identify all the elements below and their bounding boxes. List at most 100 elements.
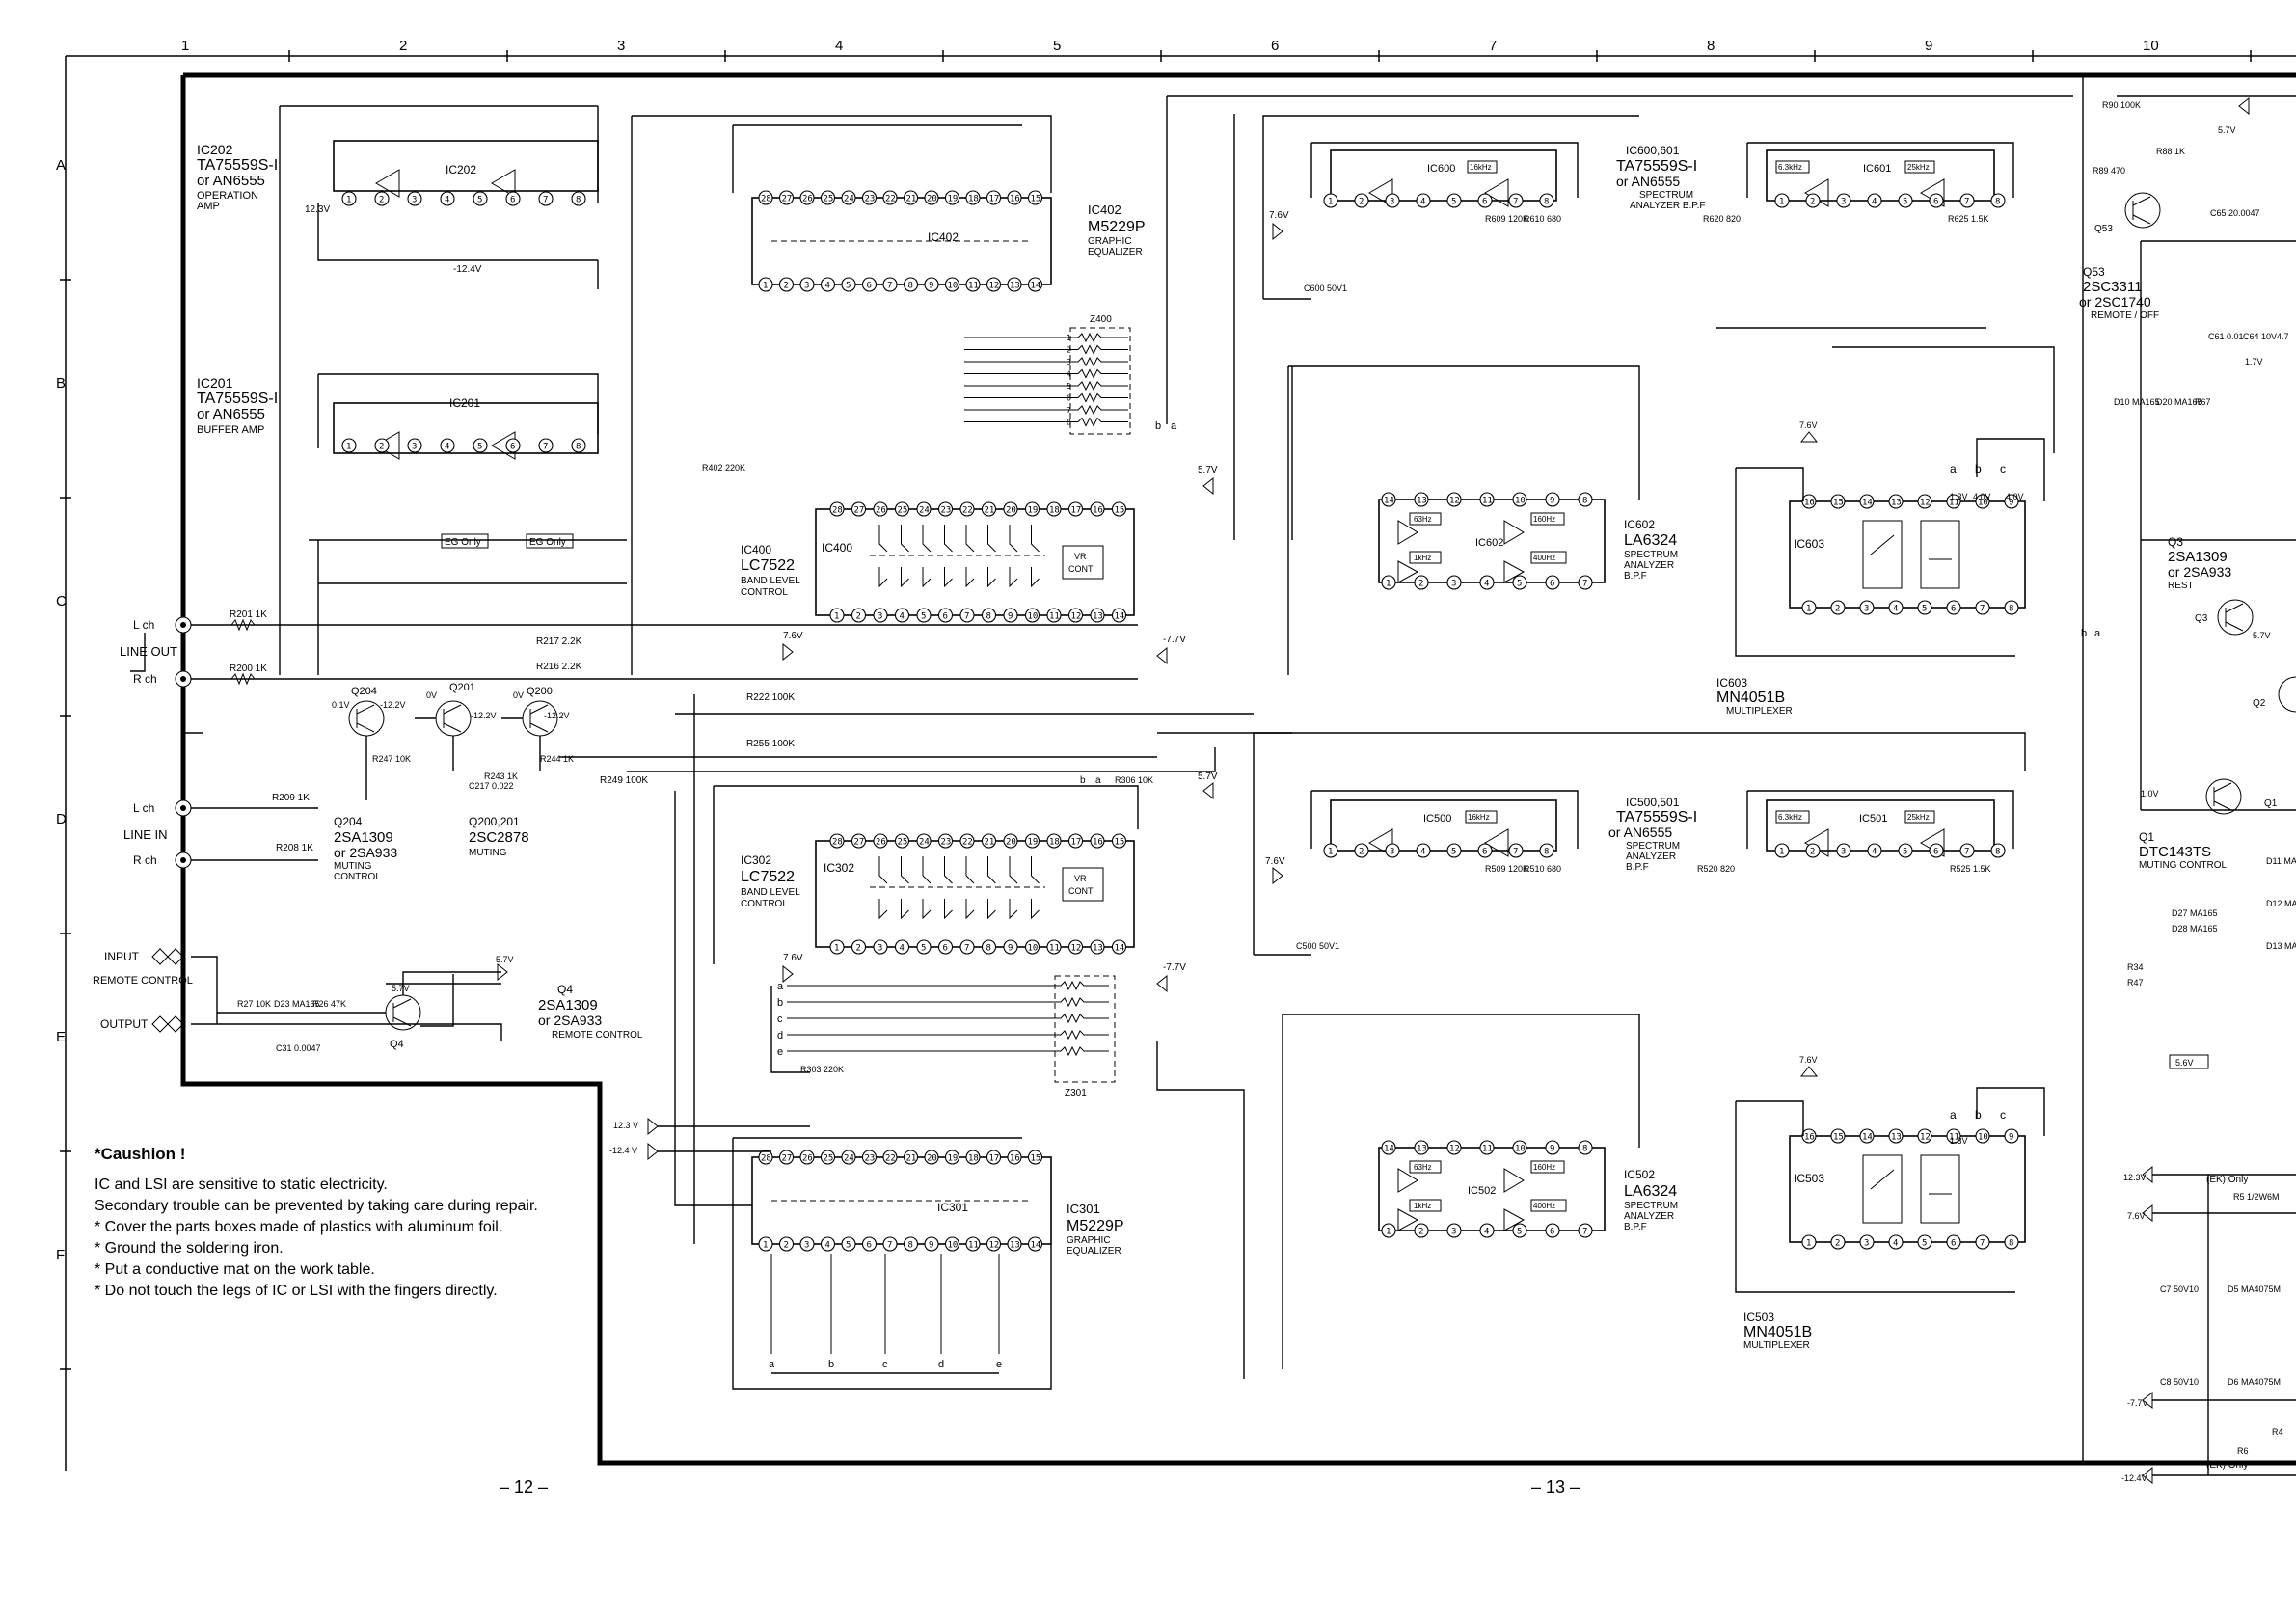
svg-text:ANALYZER: ANALYZER xyxy=(1626,852,1676,862)
svg-text:b: b xyxy=(1155,420,1161,432)
svg-text:6: 6 xyxy=(867,1241,872,1251)
svg-text:B.P.F: B.P.F xyxy=(1626,862,1649,873)
svg-text:7: 7 xyxy=(964,612,969,622)
svg-text:1: 1 xyxy=(1328,848,1333,857)
svg-text:Q3: Q3 xyxy=(2168,535,2183,549)
svg-text:C31 0.0047: C31 0.0047 xyxy=(276,1043,321,1053)
svg-text:9: 9 xyxy=(2009,499,2013,508)
svg-text:R ch: R ch xyxy=(133,853,157,867)
ic301-label: IC301 M5229P GRAPHIC EQUALIZER xyxy=(1067,1202,1124,1257)
svg-text:6: 6 xyxy=(1550,580,1554,589)
svg-text:8: 8 xyxy=(576,443,581,452)
svg-text:1: 1 xyxy=(1806,1239,1811,1249)
svg-text:5: 5 xyxy=(1451,848,1456,857)
ic402-label: IC402 M5229P GRAPHIC EQUALIZER xyxy=(1088,203,1146,257)
grid-column-label: 10 xyxy=(2143,38,2159,54)
svg-text:17: 17 xyxy=(1071,506,1082,516)
svg-text:R244 1K: R244 1K xyxy=(540,754,574,764)
svg-text:4: 4 xyxy=(1067,370,1071,379)
svg-text:R303 220K: R303 220K xyxy=(800,1065,844,1074)
svg-text:2: 2 xyxy=(784,282,789,291)
svg-text:18: 18 xyxy=(968,195,979,204)
svg-text:3: 3 xyxy=(1390,198,1394,207)
svg-text:24: 24 xyxy=(844,1154,854,1164)
q4-circuit: Q4 R27 10K D23 MA165 R26 47K C31 0.0047 … xyxy=(217,955,514,1053)
svg-text:25kHz: 25kHz xyxy=(1907,163,1930,172)
svg-text:EG Only: EG Only xyxy=(445,537,481,548)
svg-text:1: 1 xyxy=(1779,848,1784,857)
svg-text:1: 1 xyxy=(1328,198,1333,207)
svg-text:18: 18 xyxy=(1049,506,1060,516)
svg-text:SPECTRUM: SPECTRUM xyxy=(1626,841,1680,852)
svg-text:REMOTE CONTROL: REMOTE CONTROL xyxy=(552,1030,643,1041)
svg-text:GRAPHIC: GRAPHIC xyxy=(1088,236,1132,247)
svg-text:8: 8 xyxy=(576,196,581,205)
svg-text:C64 10V4.7: C64 10V4.7 xyxy=(2243,332,2289,341)
svg-text:IC600,601: IC600,601 xyxy=(1626,144,1680,157)
svg-text:23: 23 xyxy=(865,195,876,204)
svg-text:17: 17 xyxy=(989,1154,1000,1164)
svg-text:15: 15 xyxy=(1833,499,1844,508)
svg-text:C7 50V10: C7 50V10 xyxy=(2160,1285,2199,1294)
svg-text:R201 1K: R201 1K xyxy=(230,609,267,620)
svg-text:1.3V: 1.3V xyxy=(1950,1136,1968,1146)
svg-text:5: 5 xyxy=(1067,382,1071,391)
svg-text:D11 MA165: D11 MA165 xyxy=(2266,856,2296,866)
svg-text:2: 2 xyxy=(784,1241,789,1251)
ic603-label: IC603 MN4051B MULTIPLEXER xyxy=(1716,676,1793,717)
svg-text:6: 6 xyxy=(1550,1228,1554,1237)
svg-text:Q1: Q1 xyxy=(2139,830,2154,844)
svg-text:21: 21 xyxy=(906,195,917,204)
svg-text:10: 10 xyxy=(948,282,959,291)
svg-text:IC600: IC600 xyxy=(1427,163,1455,175)
svg-text:22: 22 xyxy=(962,838,973,848)
svg-text:13: 13 xyxy=(1891,499,1902,508)
svg-text:4: 4 xyxy=(900,944,905,954)
svg-text:20: 20 xyxy=(927,1154,937,1164)
svg-text:8: 8 xyxy=(908,1241,913,1251)
svg-text:3: 3 xyxy=(1390,848,1394,857)
svg-text:24: 24 xyxy=(919,506,930,516)
svg-text:8: 8 xyxy=(1995,198,2000,207)
svg-text:7: 7 xyxy=(1964,198,1969,207)
svg-text:D27 MA165: D27 MA165 xyxy=(2172,908,2218,918)
svg-text:14: 14 xyxy=(1384,1145,1394,1154)
svg-text:5: 5 xyxy=(477,196,482,205)
svg-text:ANALYZER: ANALYZER xyxy=(1624,1211,1674,1222)
svg-text:a: a xyxy=(2094,628,2101,639)
svg-text:11: 11 xyxy=(968,282,979,291)
line-out-connector: L ch R ch LINE OUT xyxy=(120,616,1138,688)
svg-text:5: 5 xyxy=(1903,198,1907,207)
svg-text:7: 7 xyxy=(1980,1239,1985,1249)
svg-text:BUFFER AMP: BUFFER AMP xyxy=(197,424,264,436)
svg-text:6.3kHz: 6.3kHz xyxy=(1778,163,1802,172)
svg-text:10: 10 xyxy=(948,1241,959,1251)
svg-text:19: 19 xyxy=(1028,838,1039,848)
svg-text:IC602: IC602 xyxy=(1624,518,1655,531)
grid-row-label: C xyxy=(56,593,67,609)
svg-text:15: 15 xyxy=(1833,1133,1844,1143)
svg-text:4.0V: 4.0V xyxy=(1973,492,1991,501)
svg-text:5: 5 xyxy=(1903,848,1907,857)
svg-text:5: 5 xyxy=(1451,198,1456,207)
svg-text:IC603: IC603 xyxy=(1716,676,1747,690)
svg-text:28: 28 xyxy=(832,506,843,516)
svg-text:16: 16 xyxy=(1093,506,1103,516)
svg-text:5: 5 xyxy=(921,612,926,622)
svg-text:9: 9 xyxy=(929,282,933,291)
svg-text:5.7V: 5.7V xyxy=(496,955,514,964)
svg-text:L ch: L ch xyxy=(133,618,154,632)
svg-text:TA75559S-I: TA75559S-I xyxy=(1616,809,1697,825)
svg-text:8: 8 xyxy=(1995,848,2000,857)
svg-text:3: 3 xyxy=(804,282,809,291)
svg-text:11: 11 xyxy=(1049,612,1060,622)
grid-column-label: 3 xyxy=(617,38,625,54)
svg-text:R200 1K: R200 1K xyxy=(230,663,267,674)
ic202-box-label: IC202 xyxy=(446,163,476,176)
svg-text:Q2: Q2 xyxy=(2253,698,2266,709)
q204-label: Q204 2SA1309 or 2SA933 MUTING CONTROL xyxy=(334,815,397,882)
svg-text:5: 5 xyxy=(846,1241,851,1251)
ic503-label: IC503 MN4051B MULTIPLEXER xyxy=(1743,1311,1812,1351)
svg-text:7: 7 xyxy=(1067,406,1071,415)
